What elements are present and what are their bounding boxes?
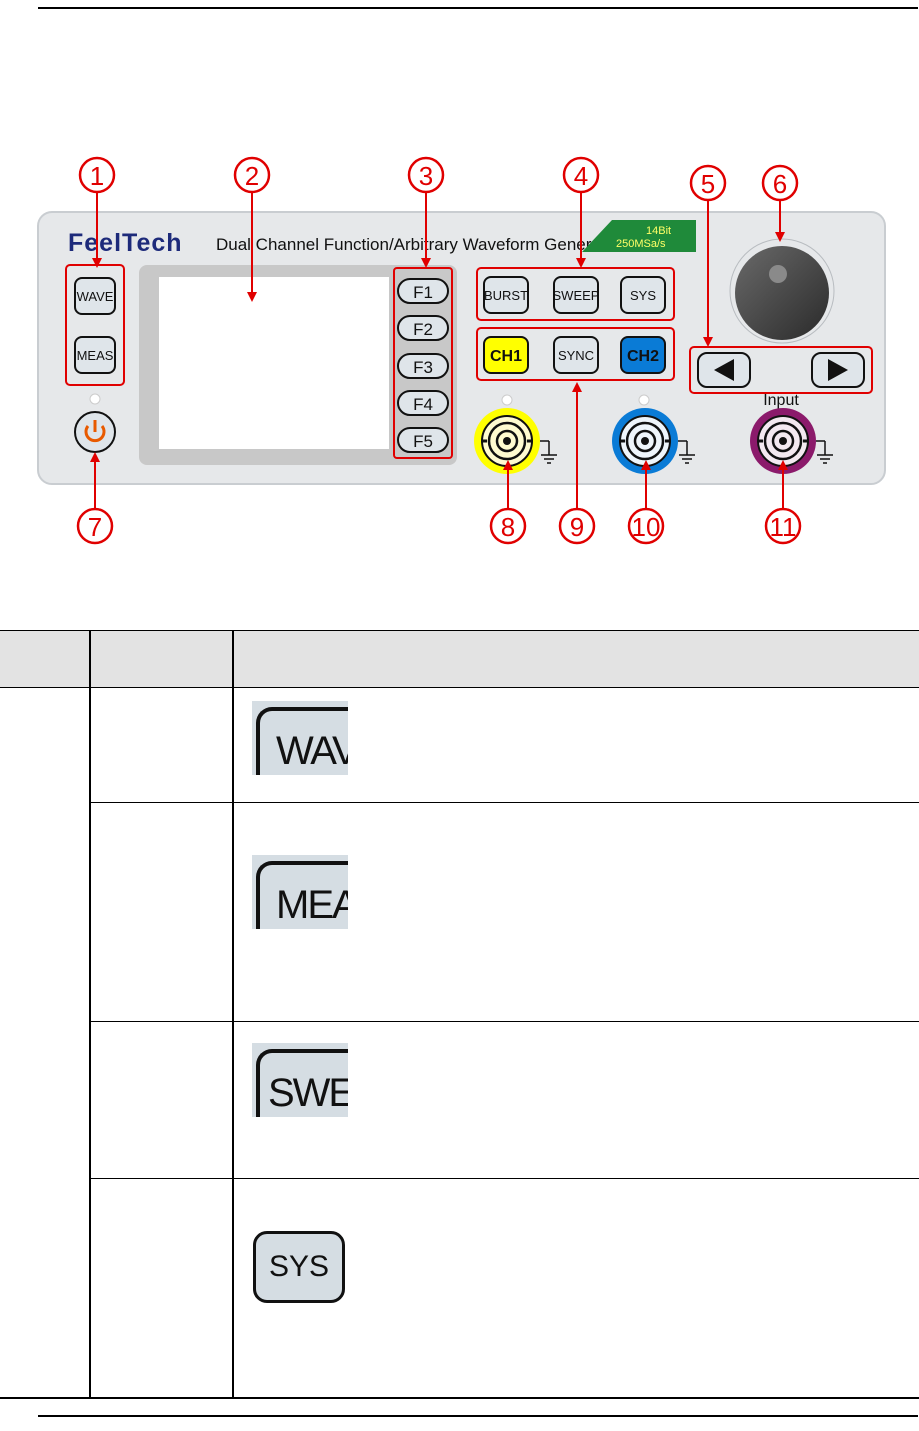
sweep-button[interactable] [553,276,599,314]
meas-button-label: MEAS [77,348,114,363]
table-header [0,630,919,688]
wave-key-image: WAV [252,701,348,775]
wave-key-text: WAV [276,729,348,773]
f3-key[interactable] [397,353,449,379]
f5-key-label: F5 [413,432,433,451]
front-panel-diagram: FeelTech Dual Channel Function/Arbitrary… [37,156,886,545]
ch1-button[interactable] [483,336,529,374]
knob-dimple [769,265,787,283]
spec-line-1: 14Bit [646,225,671,237]
f5-key[interactable] [397,427,449,453]
ch1-led [501,394,513,406]
table-col-divider [89,630,91,1399]
callout-10: 10 [627,460,665,545]
ch1-output-connector [474,408,540,474]
input-connector [750,408,816,474]
svg-text:8: 8 [501,512,515,542]
ch1-button-label: CH1 [490,348,522,365]
sys-button[interactable] [620,276,666,314]
svg-text:1: 1 [90,161,104,191]
callout-3: 3 [407,156,445,268]
power-icon [84,420,106,443]
callout-9: 9 [558,382,596,545]
ch2-button[interactable] [620,336,666,374]
group-1-outline [65,264,125,386]
input-label: Input [763,392,799,409]
f2-key-label: F2 [413,320,433,339]
sync-button[interactable] [553,336,599,374]
table-row-divider [0,1397,919,1399]
ch2-led [638,394,650,406]
function-keys: F1 F2 F3 F4 F5 [397,278,449,453]
group-4-outline [476,267,675,321]
wave-button-label: WAVE [77,289,114,304]
group-5-outline [689,346,873,394]
callout-8: 8 [489,460,527,545]
callout-4: 4 [562,156,600,268]
ground-icon [816,440,833,464]
ch2-output-connector [612,408,678,474]
left-arrow-icon [714,359,734,381]
table-col-divider [232,630,234,1399]
brand-logo: FeelTech [68,229,183,257]
right-arrow-icon [828,359,848,381]
svg-text:11: 11 [770,512,797,542]
rotary-knob[interactable] [735,246,829,340]
display-screen [159,277,389,449]
group-3-outline [393,267,453,459]
model-title: Dual Channel Function/Arbitrary Waveform… [216,235,621,254]
sweep-key-image: SWEE [252,1043,348,1117]
callout-2: 2 [233,156,271,302]
meas-button[interactable] [74,336,116,374]
f3-key-label: F3 [413,358,433,377]
sweep-button-label: SWEEP [553,288,600,303]
sweep-key-text: SWEE [268,1071,348,1115]
spec-badge [582,220,696,252]
callout-1: 1 [78,156,116,268]
callout-11: 11 [764,460,802,545]
table-row-divider [232,802,919,803]
svg-text:9: 9 [570,512,584,542]
svg-text:10: 10 [632,512,661,542]
ground-icon [540,440,557,464]
wave-button[interactable] [74,277,116,315]
svg-text:7: 7 [88,512,102,542]
sync-button-label: SYNC [558,348,594,363]
header-rule [38,7,918,9]
sys-key-image: SYS [250,1228,348,1306]
f4-key[interactable] [397,390,449,416]
svg-text:5: 5 [701,169,715,199]
description-table [0,630,919,1399]
ground-icon [678,440,695,464]
footer-rule [38,1415,918,1417]
ch2-button-label: CH2 [627,348,659,365]
svg-text:4: 4 [574,161,588,191]
svg-text:6: 6 [773,169,787,199]
sys-key-text: SYS [253,1231,345,1303]
callout-5: 5 [689,164,727,347]
f1-key-label: F1 [413,283,433,302]
group-9-outline [476,327,675,381]
svg-text:3: 3 [419,161,433,191]
spec-line-2: 250MSa/s [616,238,666,250]
power-led [89,393,101,405]
burst-button-label: BURST [484,288,528,303]
table-row-divider [89,1178,919,1179]
meas-key-text: MEA [276,883,348,927]
meas-key-image: MEA [252,855,348,929]
table-row-divider [89,1021,919,1022]
f2-key[interactable] [397,315,449,341]
callout-7: 7 [76,452,114,545]
burst-button[interactable] [483,276,529,314]
callout-6: 6 [761,164,799,242]
svg-text:2: 2 [245,161,259,191]
f4-key-label: F4 [413,395,433,414]
sys-button-label: SYS [630,288,656,303]
f1-key[interactable] [397,278,449,304]
